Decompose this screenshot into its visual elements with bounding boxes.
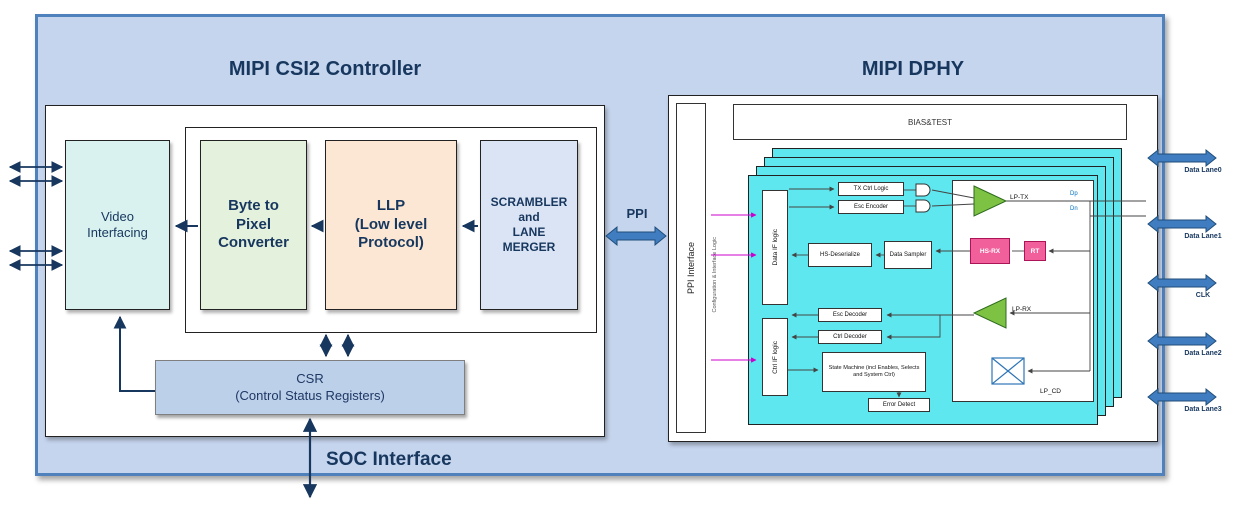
hs-deserialize-label: HS-Deserialize bbox=[819, 251, 860, 258]
hs-deserialize-block: HS-Deserialize bbox=[808, 243, 872, 267]
config-logic-strip: Configuration & Interface Logic bbox=[708, 140, 722, 410]
ctrl-decoder-label: Ctrl Decoder bbox=[833, 333, 867, 340]
csr-label: CSR (Control Status Registers) bbox=[235, 371, 385, 403]
scrambler-label: SCRAMBLER and LANE MERGER bbox=[490, 195, 568, 254]
io-label-lane3: Data Lane3 bbox=[1184, 406, 1222, 413]
bias-test-block: BIAS&TEST bbox=[733, 104, 1127, 140]
esc-encoder-block: Esc Encoder bbox=[838, 200, 904, 214]
ppi-interface-label: PPI Interface bbox=[686, 241, 696, 295]
llp-block: LLP (Low level Protocol) bbox=[325, 140, 457, 310]
io-label-clk: CLK bbox=[1195, 292, 1211, 299]
bias-test-label: BIAS&TEST bbox=[907, 117, 952, 127]
ppi-label: PPI bbox=[626, 206, 648, 221]
data-if-label: Data IF logic bbox=[771, 229, 779, 266]
dp-label: Dp bbox=[1070, 191, 1078, 197]
tx-ctrl-label: TX Ctrl Logic bbox=[853, 185, 889, 192]
byte-to-pixel-block: Byte to Pixel Converter bbox=[200, 140, 307, 310]
io-label-lane0: Data Lane0 bbox=[1184, 167, 1222, 174]
state-machine-block: State Machine (incl Enables, Selects and… bbox=[822, 352, 926, 392]
state-machine-label: State Machine (incl Enables, Selects and… bbox=[828, 365, 920, 378]
esc-decoder-label: Esc Decoder bbox=[832, 311, 868, 318]
ctrl-if-block: Ctrl IF logic bbox=[762, 318, 788, 396]
data-sampler-label: Data Sampler bbox=[889, 251, 927, 258]
io-label-lane1: Data Lane1 bbox=[1184, 233, 1222, 240]
soc-interface-label: SOC Interface bbox=[326, 449, 452, 470]
csi2-title: MIPI CSI2 Controller bbox=[228, 58, 422, 80]
hs-rx-label: HS-RX bbox=[979, 247, 1001, 255]
analog-frontend-box bbox=[952, 180, 1094, 402]
video-interfacing-label: Video Interfacing bbox=[87, 208, 148, 240]
hs-rx-block: HS-RX bbox=[970, 238, 1010, 264]
llp-label: LLP (Low level Protocol) bbox=[354, 196, 428, 252]
io-label-lane2: Data Lane2 bbox=[1184, 350, 1222, 357]
ctrl-decoder-block: Ctrl Decoder bbox=[818, 330, 882, 344]
tx-ctrl-block: TX Ctrl Logic bbox=[838, 182, 904, 196]
config-logic-label: Configuration & Interface Logic bbox=[712, 237, 718, 313]
lp-tx-label: LP-TX bbox=[1010, 194, 1029, 201]
ctrl-if-label: Ctrl IF logic bbox=[771, 340, 779, 374]
esc-decoder-block: Esc Decoder bbox=[818, 308, 882, 322]
csr-block: CSR (Control Status Registers) bbox=[155, 360, 465, 415]
data-sampler-block: Data Sampler bbox=[884, 241, 932, 269]
scrambler-block: SCRAMBLER and LANE MERGER bbox=[480, 140, 578, 310]
dn-label: Dn bbox=[1070, 206, 1078, 212]
byte-to-pixel-label: Byte to Pixel Converter bbox=[218, 196, 289, 252]
ppi-interface-block: PPI Interface bbox=[676, 103, 706, 433]
error-detect-block: Error Detect bbox=[868, 398, 930, 412]
lp-cd-label: LP_CD bbox=[1040, 388, 1061, 395]
dphy-title: MIPI DPHY bbox=[861, 58, 965, 80]
rt-block: RT bbox=[1024, 241, 1046, 261]
data-if-block: Data IF logic bbox=[762, 190, 788, 305]
lp-rx-label: LP-RX bbox=[1012, 306, 1032, 313]
rt-label: RT bbox=[1030, 247, 1040, 255]
esc-encoder-label: Esc Encoder bbox=[853, 203, 889, 210]
video-interfacing-block: Video Interfacing bbox=[65, 140, 170, 310]
error-detect-label: Error Detect bbox=[882, 401, 916, 408]
